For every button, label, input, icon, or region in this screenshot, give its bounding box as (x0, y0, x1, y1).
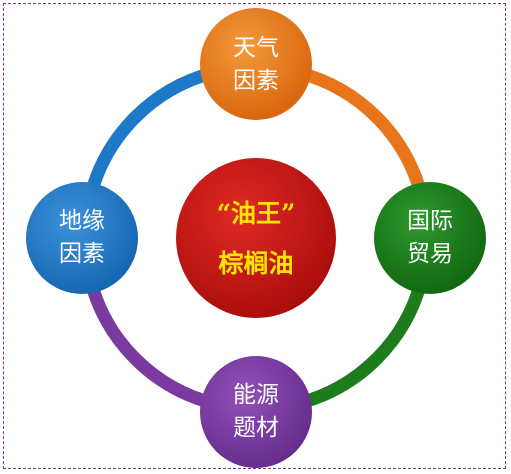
node-weather-factors: 天气 因素 (200, 8, 312, 120)
node-energy-line1: 能源 (233, 382, 279, 408)
arc-trade-to-energy (298, 280, 428, 410)
center-title-line1: “油王” (217, 199, 296, 228)
node-geo-line2: 因素 (59, 241, 105, 267)
node-energy-theme: 能源 题材 (200, 356, 312, 468)
arc-weather-to-trade (298, 66, 428, 196)
arc-geo-to-weather (84, 66, 214, 196)
node-trade-line1: 国际 (407, 208, 453, 234)
node-international-trade: 国际 贸易 (374, 182, 486, 294)
node-geopolitical-factors: 地缘 因素 (26, 182, 138, 294)
diagram-frame (3, 3, 506, 469)
arc-energy-to-geo (84, 280, 214, 410)
center-node: “油王” 棕榈油 (176, 158, 336, 318)
node-weather-line2: 因素 (233, 68, 279, 94)
node-weather-line1: 天气 (233, 35, 279, 61)
node-trade-line2: 贸易 (407, 241, 453, 267)
node-geo-line1: 地缘 (59, 208, 105, 234)
center-title-line2: 棕榈油 (218, 249, 293, 278)
node-energy-line2: 题材 (233, 415, 279, 441)
